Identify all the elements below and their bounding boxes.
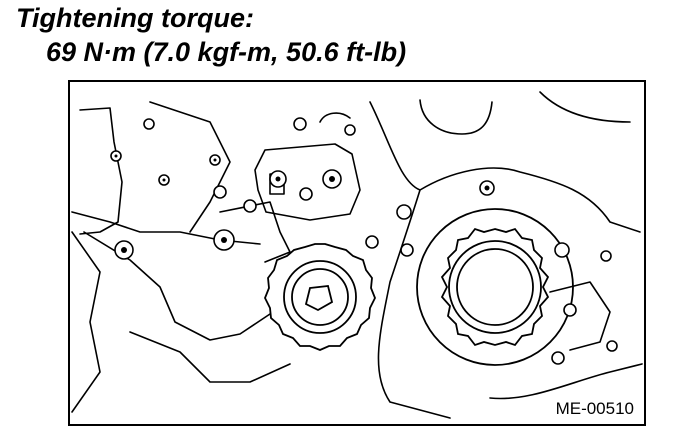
engine-illustration [71, 91, 643, 419]
torque-heading: Tightening torque: [16, 3, 254, 33]
illustration-frame: ME-00510 [68, 80, 646, 426]
torque-spec: 69 N·m (7.0 kgf-m, 50.6 ft-lb) [46, 37, 407, 67]
figure-code: ME-00510 [555, 399, 634, 418]
